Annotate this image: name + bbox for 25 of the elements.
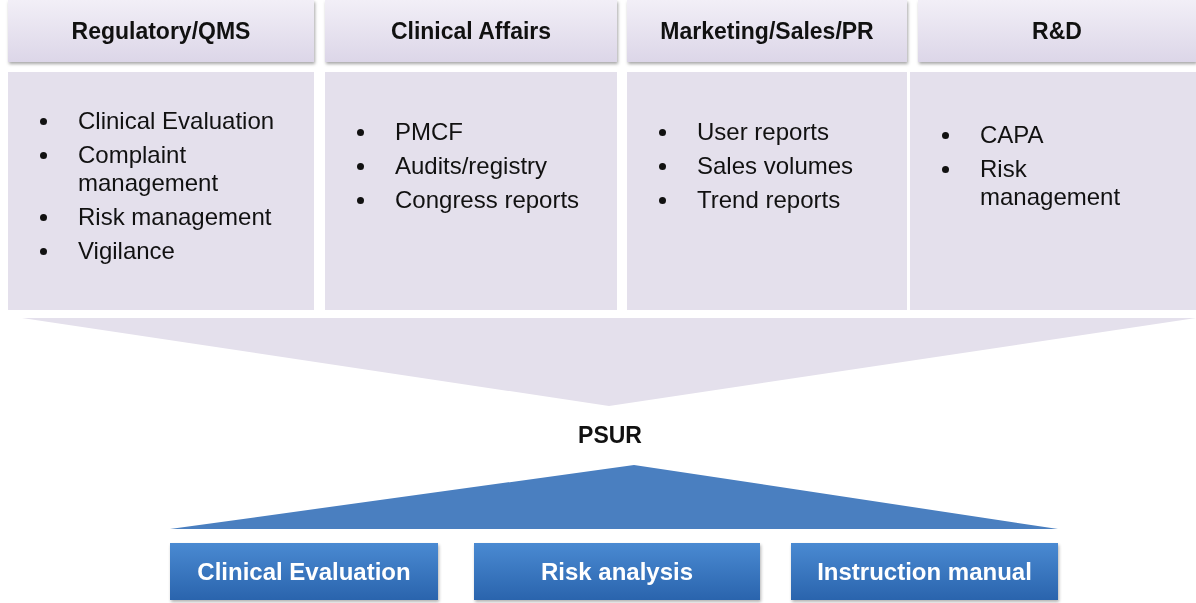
list-item: Clinical Evaluation bbox=[78, 107, 275, 134]
content-box bbox=[910, 72, 1196, 310]
list-item: Complaint management bbox=[78, 141, 219, 196]
output-box: Clinical Evaluation bbox=[170, 543, 438, 600]
list-item: Risk management bbox=[78, 203, 272, 230]
header-box: Clinical Affairs bbox=[325, 0, 617, 62]
header-box: Marketing/Sales/PR bbox=[627, 0, 907, 62]
list-item: Vigilance bbox=[78, 237, 175, 264]
content-box bbox=[627, 72, 907, 310]
list-item: Congress reports bbox=[395, 186, 580, 213]
list-item: Audits/registry bbox=[395, 152, 548, 179]
header-box: R&D bbox=[918, 0, 1196, 62]
funnel-shape bbox=[22, 318, 1196, 406]
content-box bbox=[325, 72, 617, 310]
list-item: CAPA bbox=[980, 121, 1044, 148]
list-item: Risk management bbox=[980, 155, 1121, 210]
output-box: Risk analysis bbox=[474, 543, 760, 600]
list-item: PMCF bbox=[395, 118, 463, 145]
output-label: PSUR bbox=[540, 416, 680, 454]
list-item: Trend reports bbox=[697, 186, 841, 213]
content-box bbox=[8, 72, 314, 310]
header-box: Regulatory/QMS bbox=[8, 0, 314, 62]
list-item: User reports bbox=[697, 118, 830, 145]
output-box: Instruction manual bbox=[791, 543, 1058, 600]
list-item: Sales volumes bbox=[697, 152, 854, 179]
